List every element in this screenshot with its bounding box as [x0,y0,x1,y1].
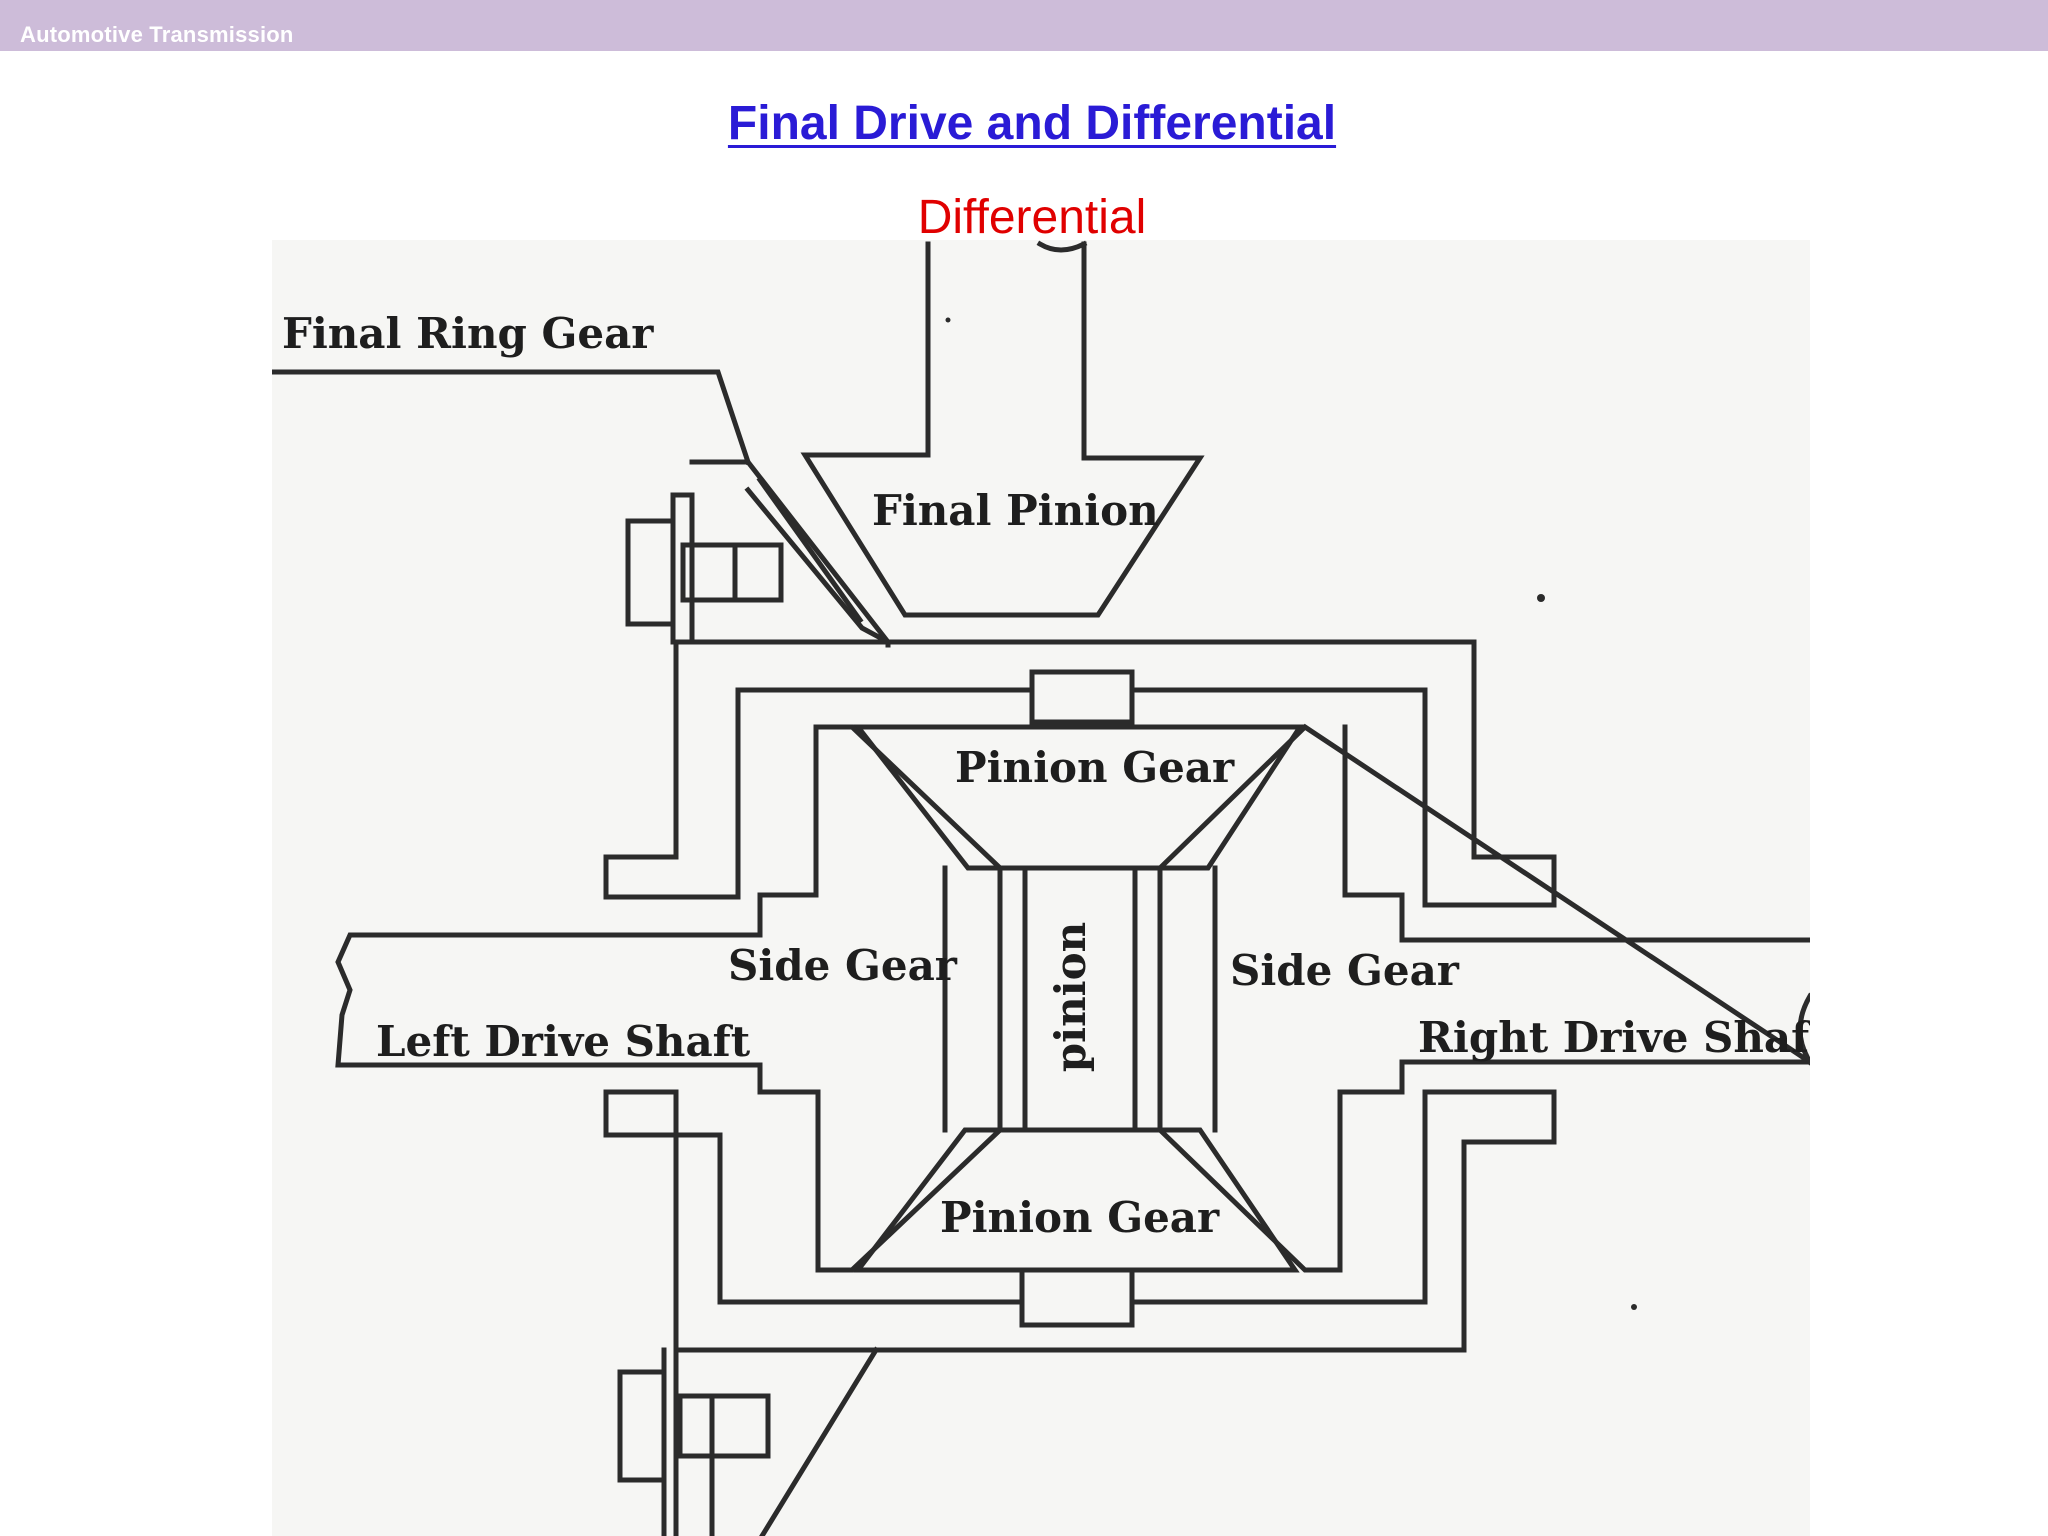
label-side-gear-right: Side Gear [1230,946,1460,995]
label-pinion-gear-bottom: Pinion Gear [940,1193,1220,1242]
side-gear-right-outline [1157,723,1810,1273]
diagram-paper [272,240,1810,1536]
header-title: Automotive Transmission [20,22,294,47]
final-pinion-outline [800,241,1205,618]
diff-case-outer-lower [603,1089,1557,1353]
label-side-gear-left: Side Gear [728,941,958,990]
side-gear-left-outline [335,724,1003,1273]
pinion-shaft-outline [1022,865,1138,1128]
final-pinion-shaft-notch [1036,240,1088,253]
upper-bolt-nut [680,542,784,603]
diagram-specks [945,317,1637,1310]
label-pinion-shaft: pinion [1046,922,1095,1072]
differential-diagram: Final Ring Gear Final Pinion Pinion Gear… [272,240,1810,1536]
ring-gear-lower [673,1346,880,1536]
label-final-ring-gear: Final Ring Gear [282,309,654,358]
pinion-gear-top-outline [852,724,1305,871]
ring-gear-upper-face [756,476,864,624]
right-shaft-end [1797,992,1810,1066]
lower-bolt-shank [661,1347,679,1536]
diff-case-upper-boss [1029,669,1135,725]
label-left-drive-shaft: Left Drive Shaft [376,1017,751,1066]
label-right-drive-shaft: Right Drive Shaft [1418,1013,1810,1062]
label-final-pinion: Final Pinion [872,486,1159,535]
ring-gear-upper-inner [744,486,892,646]
pinion-gear-bottom-outline [852,1127,1300,1273]
slide-title: Final Drive and Differential [727,97,1337,150]
final-ring-gear-leader [272,369,752,466]
slide-subtitle: Differential [917,191,1147,244]
header-bar: Automotive Transmission [0,0,2048,51]
lower-bolt-nut [677,1393,771,1459]
label-pinion-gear-top: Pinion Gear [955,743,1235,792]
